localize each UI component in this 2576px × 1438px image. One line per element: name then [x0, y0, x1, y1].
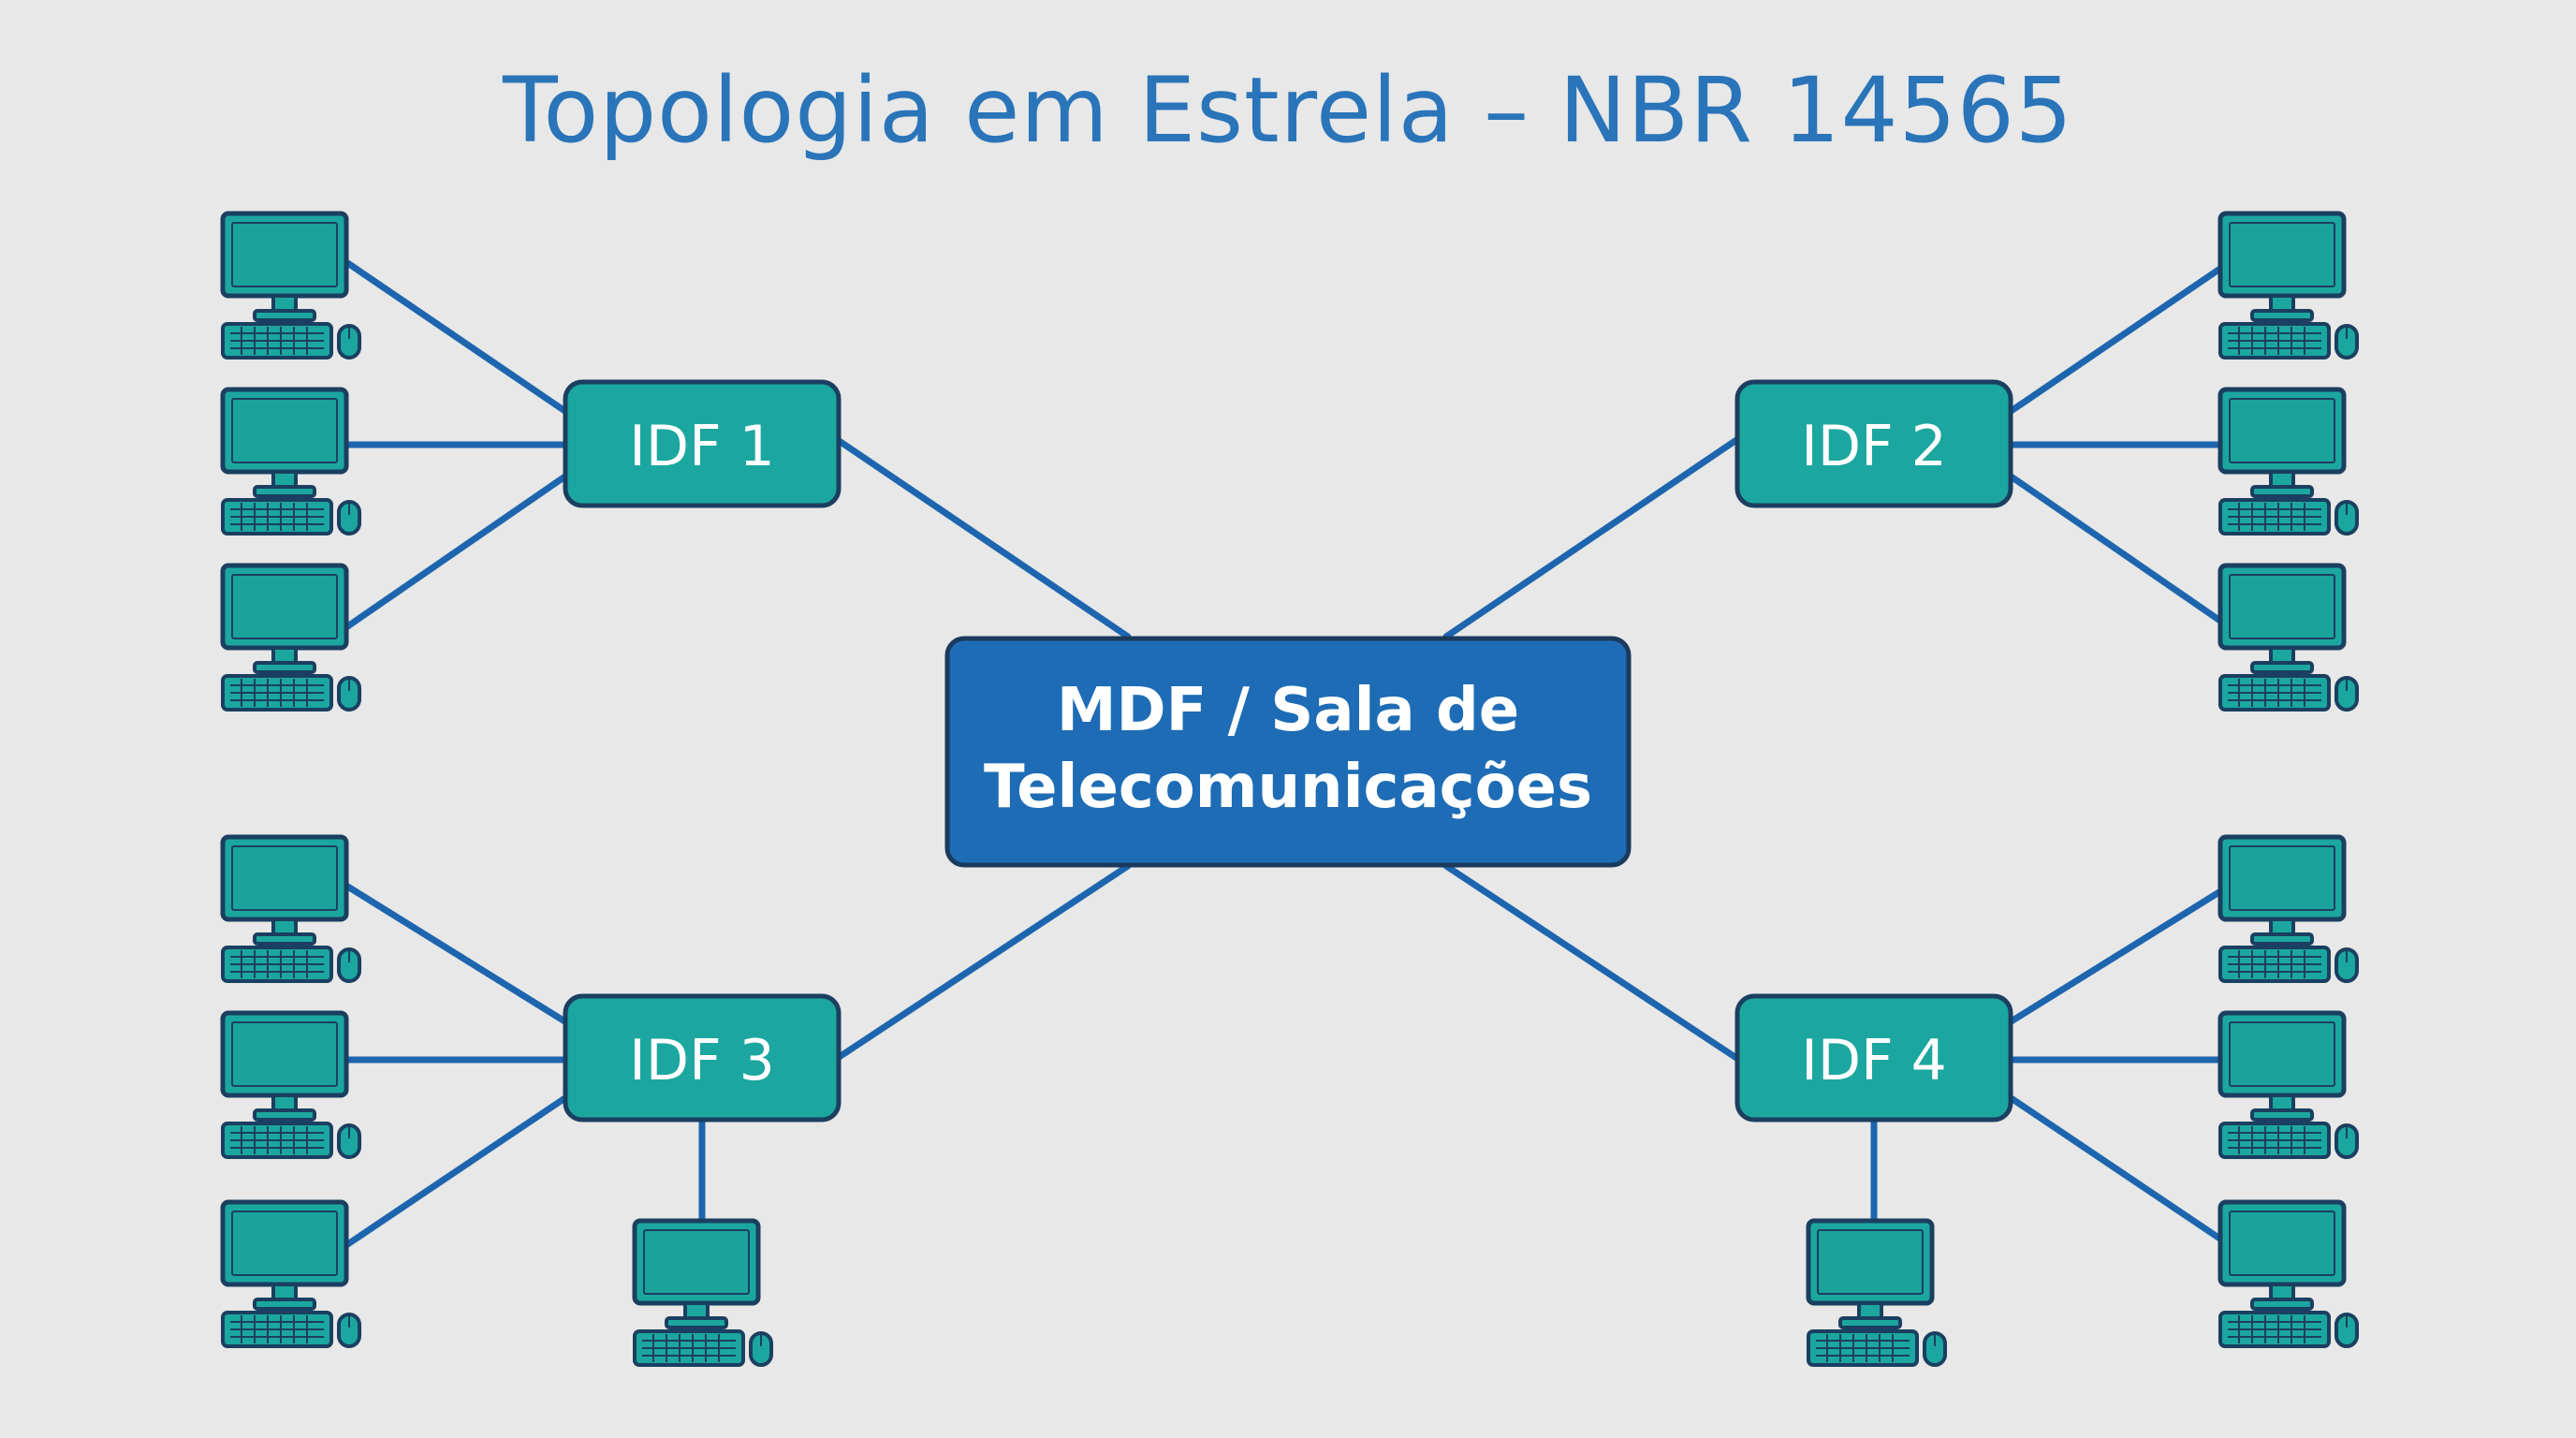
computer-workstation-icon [2220, 389, 2357, 534]
mdf-label-line2: Telecomunicações [984, 753, 1592, 822]
diagram-title: Topologia em Estrela – NBR 14565 [503, 58, 2073, 163]
computer-workstation-icon [1808, 1221, 1945, 1365]
idf-label-3: IDF 3 [629, 1028, 775, 1093]
idf-node-1: IDF 1 [563, 379, 842, 508]
idf-node-2: IDF 2 [1734, 379, 2013, 508]
mdf-label-line1: MDF / Sala de [1057, 676, 1519, 745]
computer-workstation-icon [223, 1202, 359, 1346]
horizontal-links [343, 258, 2233, 1249]
mdf-node: MDF / Sala de Telecomunicações [944, 636, 1632, 868]
idf-label-4: IDF 4 [1801, 1028, 1947, 1093]
computer-workstation-icon [2220, 213, 2357, 358]
computer-workstation-icon [223, 213, 359, 358]
computer-workstation-icon [223, 837, 359, 981]
computer-workstation-icon [2220, 1202, 2357, 1346]
idf-node-3: IDF 3 [563, 993, 842, 1123]
link-mdf-idf4 [1442, 862, 1740, 1062]
computer-workstation-icon [2220, 565, 2357, 710]
computer-workstation-icon [635, 1221, 771, 1365]
link-mdf-idf2 [1442, 436, 1740, 640]
computer-workstation-icon [2220, 837, 2357, 981]
link-mdf-idf1 [834, 436, 1132, 640]
computer-workstation-icon [223, 565, 359, 710]
computer-workstation-icon [2220, 1013, 2357, 1157]
idf-label-2: IDF 2 [1801, 414, 1947, 479]
computer-workstation-icon [223, 389, 359, 534]
idf-node-4: IDF 4 [1734, 993, 2013, 1123]
computer-workstation-icon [223, 1013, 359, 1157]
idf-label-1: IDF 1 [629, 414, 775, 479]
backbone-links [834, 436, 1740, 1062]
link-mdf-idf3 [834, 862, 1132, 1062]
